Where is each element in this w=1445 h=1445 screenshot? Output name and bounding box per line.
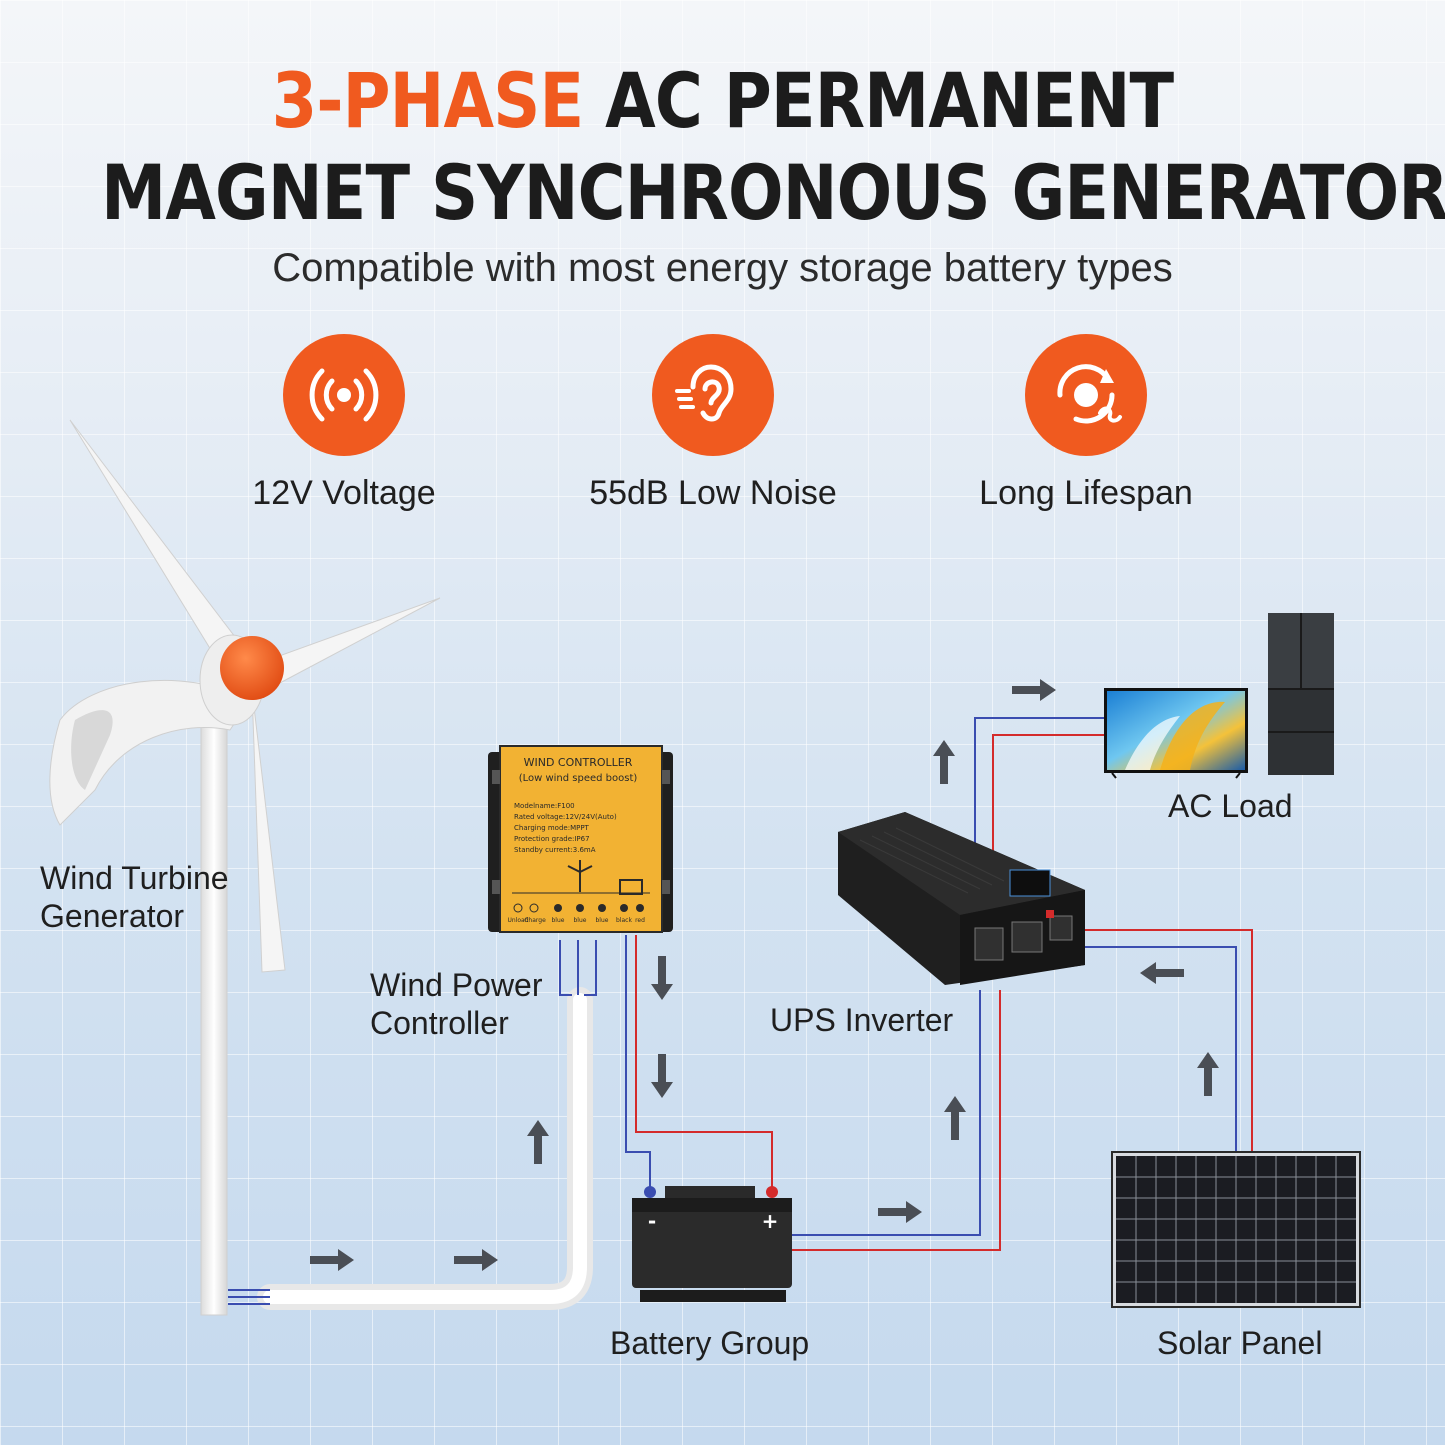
tv	[1104, 688, 1248, 779]
refrigerator	[1268, 613, 1334, 775]
feature-lifespan: Long Lifespan	[936, 334, 1236, 513]
flow-arrow-icon	[1012, 679, 1056, 701]
wind-controller: WIND CONTROLLER (Low wind speed boost) M…	[488, 745, 673, 933]
battery-minus: -	[648, 1209, 656, 1233]
controller-label: Wind Power Controller	[370, 967, 543, 1041]
terminal-label: black	[616, 917, 632, 924]
lifespan-cycle-icon	[1025, 334, 1147, 456]
controller-spec: Charging mode:MPPT	[514, 824, 590, 832]
cable-conduit	[228, 940, 597, 1310]
controller-battery-wires	[625, 935, 773, 1190]
inverter-label: UPS Inverter	[770, 1002, 954, 1038]
wind-turbine	[49, 419, 441, 1316]
title-rest: AC PERMANENT	[605, 56, 1174, 145]
flow-arrow-icon	[944, 1096, 966, 1140]
controller-header: WIND CONTROLLER	[524, 756, 633, 769]
controller-spec: Standby current:3.6mA	[514, 846, 596, 854]
terminal-label: blue	[552, 917, 565, 924]
terminal-label: Unload	[507, 917, 528, 924]
title-accent: 3-PHASE	[271, 56, 584, 145]
ac-load-label: AC Load	[1168, 788, 1293, 824]
flow-arrow-icon	[933, 740, 955, 784]
flow-arrow-icon	[1197, 1052, 1219, 1096]
feature-voltage: 12V Voltage	[194, 334, 494, 513]
flow-arrow-icon	[878, 1201, 922, 1223]
ups-inverter	[838, 812, 1085, 985]
flow-arrows	[310, 679, 1219, 1271]
solar-panel	[1111, 1151, 1361, 1308]
flow-arrow-icon	[1140, 962, 1184, 984]
subtitle: Compatible with most energy storage batt…	[272, 246, 1173, 290]
wind-turbine-label: Wind Turbine Generator	[40, 860, 229, 934]
terminal-label: blue	[574, 917, 587, 924]
battery-label: Battery Group	[610, 1325, 810, 1361]
controller-spec: Modelname:F100	[514, 802, 575, 810]
ear-noise-icon	[652, 334, 774, 456]
vibration-icon	[283, 334, 405, 456]
feature-label: Long Lifespan	[979, 474, 1193, 512]
flow-arrow-icon	[310, 1249, 354, 1271]
terminal-label: red	[635, 917, 645, 924]
solar-label: Solar Panel	[1157, 1325, 1323, 1361]
controller-subheader: (Low wind speed boost)	[519, 773, 638, 784]
battery-inverter-wires	[790, 990, 1001, 1251]
solar-inverter-wires	[1085, 929, 1253, 1155]
flow-arrow-icon	[651, 956, 673, 1000]
feature-label: 55dB Low Noise	[589, 474, 837, 512]
feature-noise: 55dB Low Noise	[563, 334, 863, 513]
terminal-label: blue	[596, 917, 609, 924]
battery: - +	[632, 1186, 792, 1302]
controller-spec: Rated voltage:12V/24V(Auto)	[514, 813, 617, 821]
flow-arrow-icon	[527, 1120, 549, 1164]
terminal-label: Charge	[524, 917, 546, 924]
title-line-1: 3-PHASE AC PERMANENT	[101, 56, 1344, 145]
controller-spec: Protection grade:IP67	[514, 835, 590, 843]
battery-plus: +	[762, 1209, 779, 1233]
inverter-load-wires	[974, 717, 1105, 860]
flow-arrow-icon	[651, 1054, 673, 1098]
feature-label: 12V Voltage	[252, 474, 436, 512]
title-line-2: MAGNET SYNCHRONOUS GENERATOR	[101, 148, 1445, 237]
flow-arrow-icon	[454, 1249, 498, 1271]
